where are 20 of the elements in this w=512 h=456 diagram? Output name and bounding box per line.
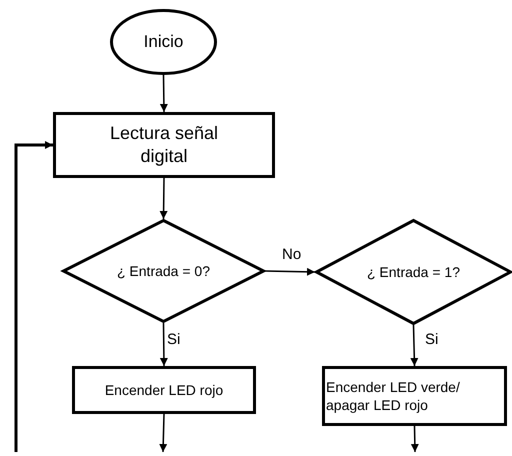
node-label: Encender LED verde/ apagar LED rojo	[326, 378, 461, 414]
process-box	[72, 366, 256, 414]
arrow	[160, 178, 168, 220]
decision-diamond	[315, 219, 512, 325]
arrow	[14, 141, 53, 452]
node-label: Lectura señal digital	[108, 122, 220, 168]
node-label: Encender LED rojo	[104, 380, 224, 400]
node-label: Inicio	[144, 30, 184, 53]
decision-diamond	[62, 219, 265, 323]
node-label: ¿ Entrada = 1?	[366, 262, 460, 282]
arrow	[159, 414, 168, 452]
arrow	[160, 323, 168, 366]
start-terminal	[110, 9, 217, 75]
process-box	[53, 112, 275, 178]
arrow	[410, 426, 419, 452]
node-label: ¿ Entrada = 0?	[116, 262, 210, 280]
arrow	[264, 268, 316, 276]
arrow	[410, 324, 418, 366]
process-box	[322, 366, 507, 426]
arrow	[160, 74, 168, 112]
